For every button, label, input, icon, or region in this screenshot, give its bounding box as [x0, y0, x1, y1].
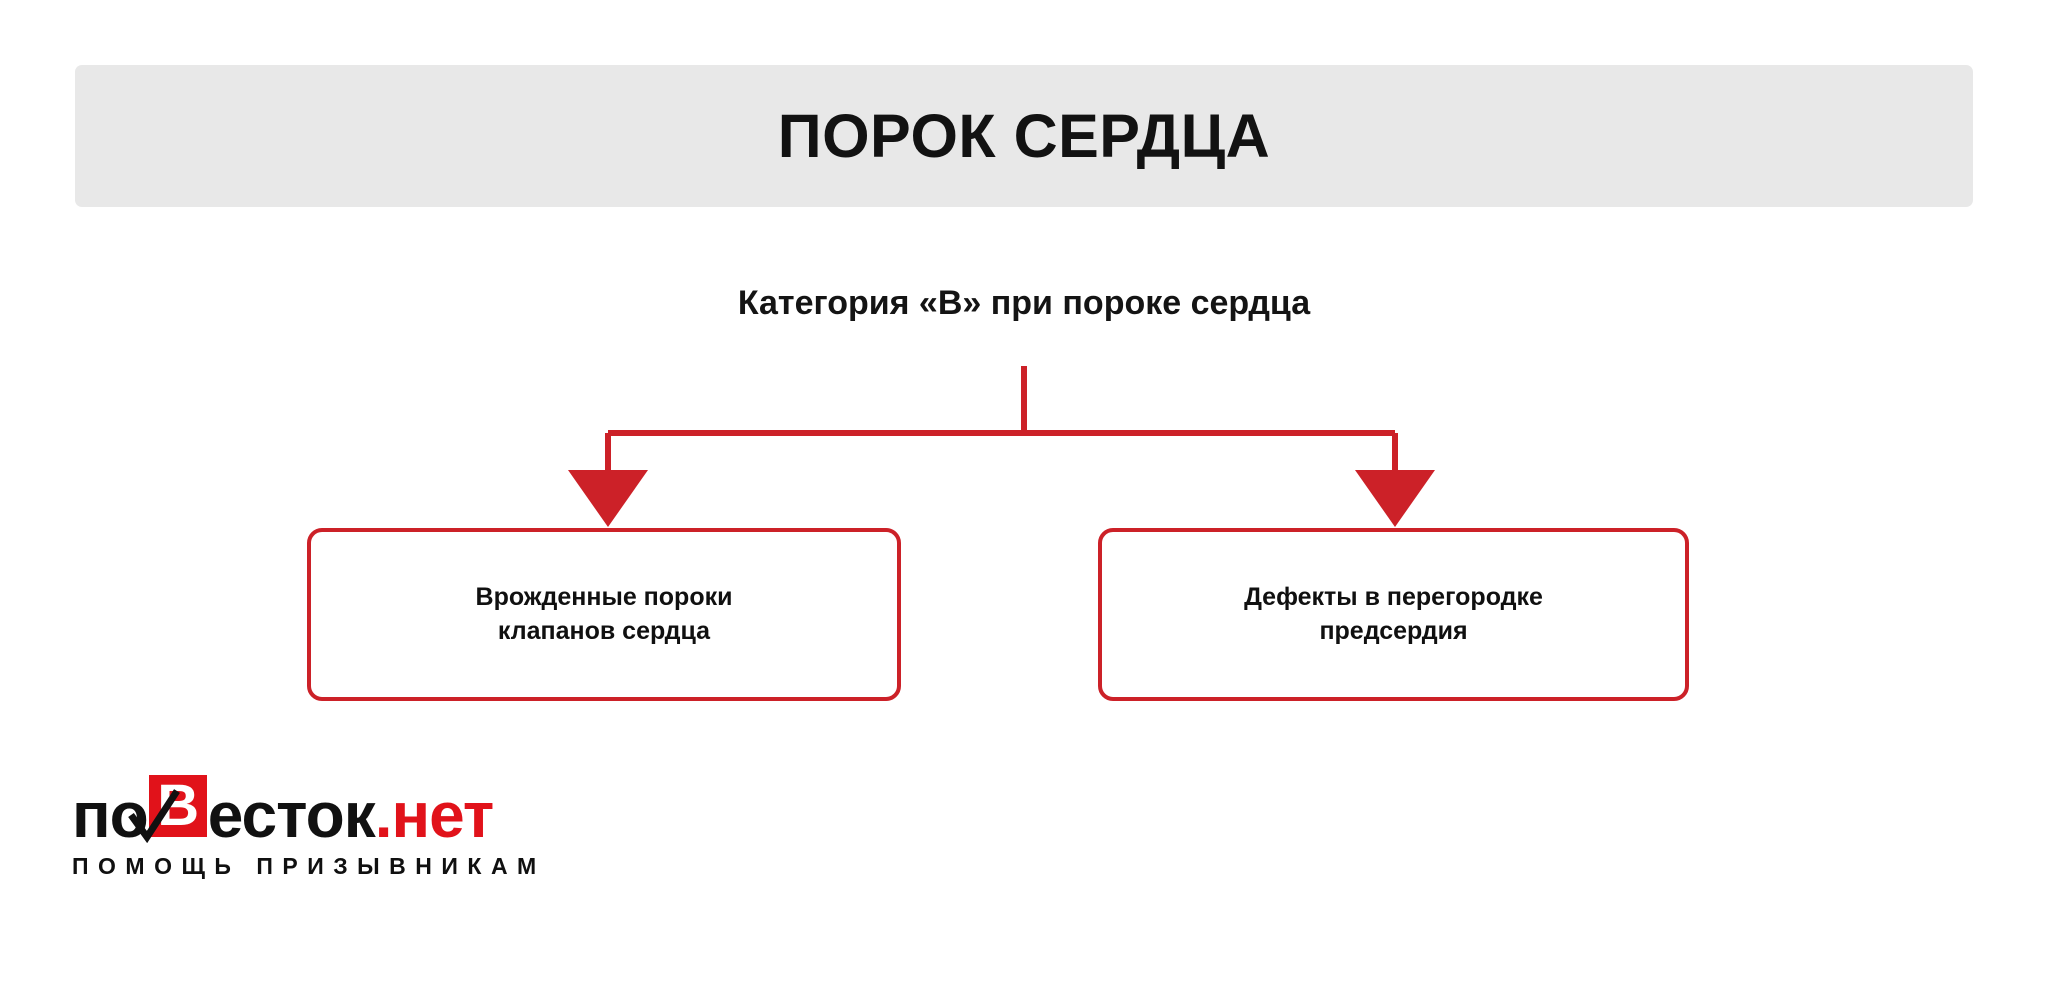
- node-box-label: Дефекты в перегородке предсердия: [1244, 582, 1543, 645]
- arrowhead-left: [568, 470, 648, 527]
- logo-text-part-3: нет: [391, 779, 495, 851]
- logo-text-part-2: есток: [207, 779, 376, 851]
- root-node-label: Категория «В» при пороке сердца: [737, 284, 1311, 322]
- node-box-atrial-septal-defects[interactable]: Дефекты в перегородке предсердия: [1098, 528, 1689, 701]
- page-title: ПОРОК СЕРДЦА: [777, 101, 1271, 170]
- header-banner: ПОРОК СЕРДЦА: [75, 65, 1973, 207]
- checkmark-icon: [127, 789, 180, 843]
- logo-badge-v: В: [127, 775, 207, 843]
- node-box-congenital-valve-defects[interactable]: Врожденные пороки клапанов сердца: [307, 528, 901, 701]
- logo-text-part-1: по: [72, 779, 149, 851]
- logo-dot: .: [374, 779, 393, 851]
- logo-tagline: ПОМОЩЬ ПРИЗЫВНИКАМ: [72, 853, 546, 879]
- node-box-label: Врожденные пороки клапанов сердца: [475, 582, 733, 645]
- arrowhead-right: [1355, 470, 1435, 527]
